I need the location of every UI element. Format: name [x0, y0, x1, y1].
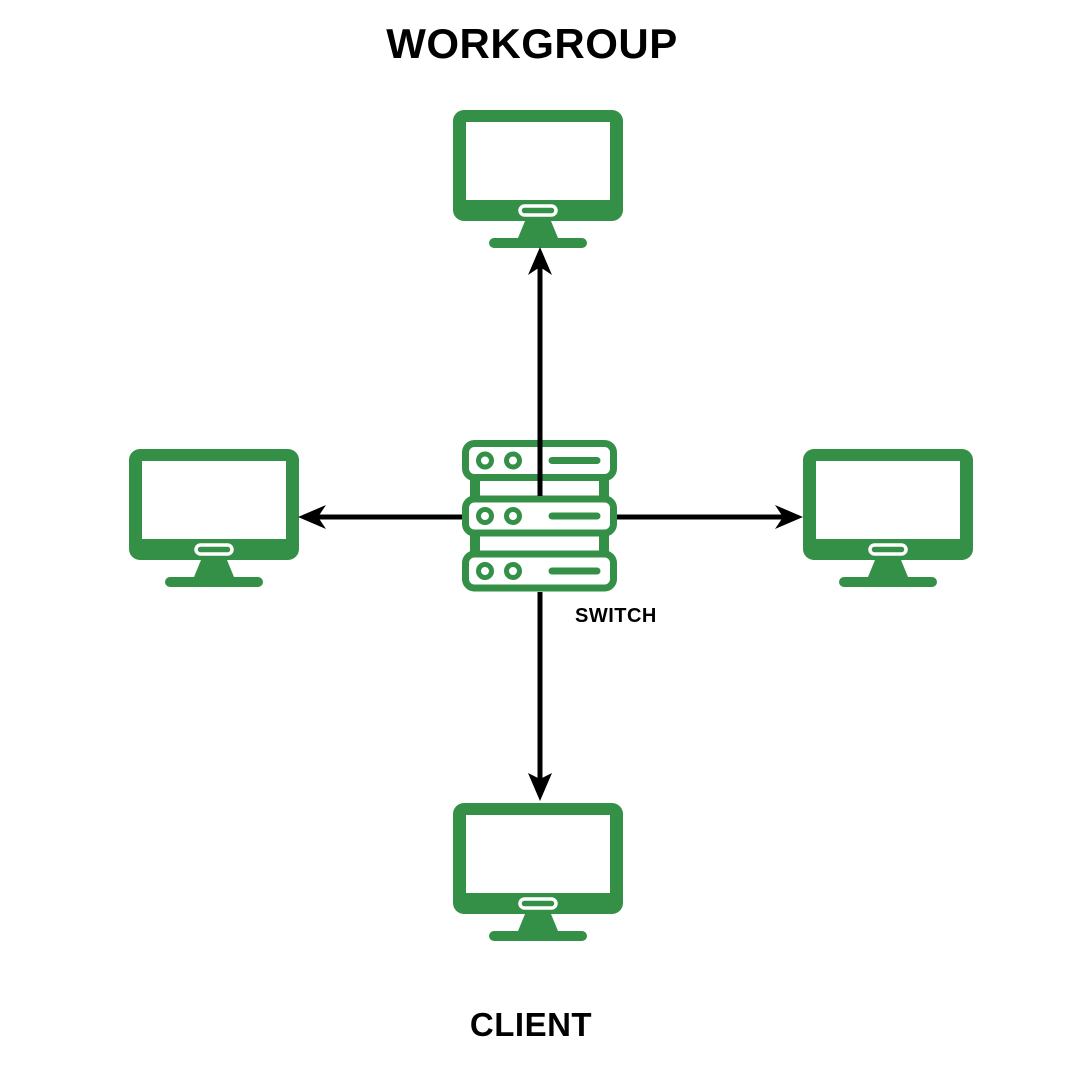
switch-icon [462, 440, 617, 592]
connector-switch-to-bottom-client [528, 592, 552, 801]
arrowhead-right-icon [775, 505, 803, 529]
diagram-title: WORKGROUP [386, 20, 678, 67]
switch-side-connector [599, 479, 609, 498]
switch-side-connector [599, 534, 609, 553]
connector-switch-to-left-client [298, 505, 462, 529]
switch-side-connector [470, 479, 480, 498]
computer-icon-top [453, 110, 623, 248]
switch-side-connector [470, 534, 480, 553]
computer-icon-bottom [453, 803, 623, 941]
computer-icon-left [129, 449, 299, 587]
arrowhead-down-icon [528, 773, 552, 801]
arrowhead-left-icon [298, 505, 326, 529]
client-label: CLIENT [469, 1006, 593, 1043]
arrowhead-up-icon [528, 247, 552, 275]
connector-switch-to-right-client [617, 505, 803, 529]
switch-unit [462, 440, 617, 481]
computer-icon-right [803, 449, 973, 587]
switch-label: SWITCH [575, 605, 657, 627]
switch-unit [462, 550, 617, 592]
switch-unit [462, 495, 617, 537]
